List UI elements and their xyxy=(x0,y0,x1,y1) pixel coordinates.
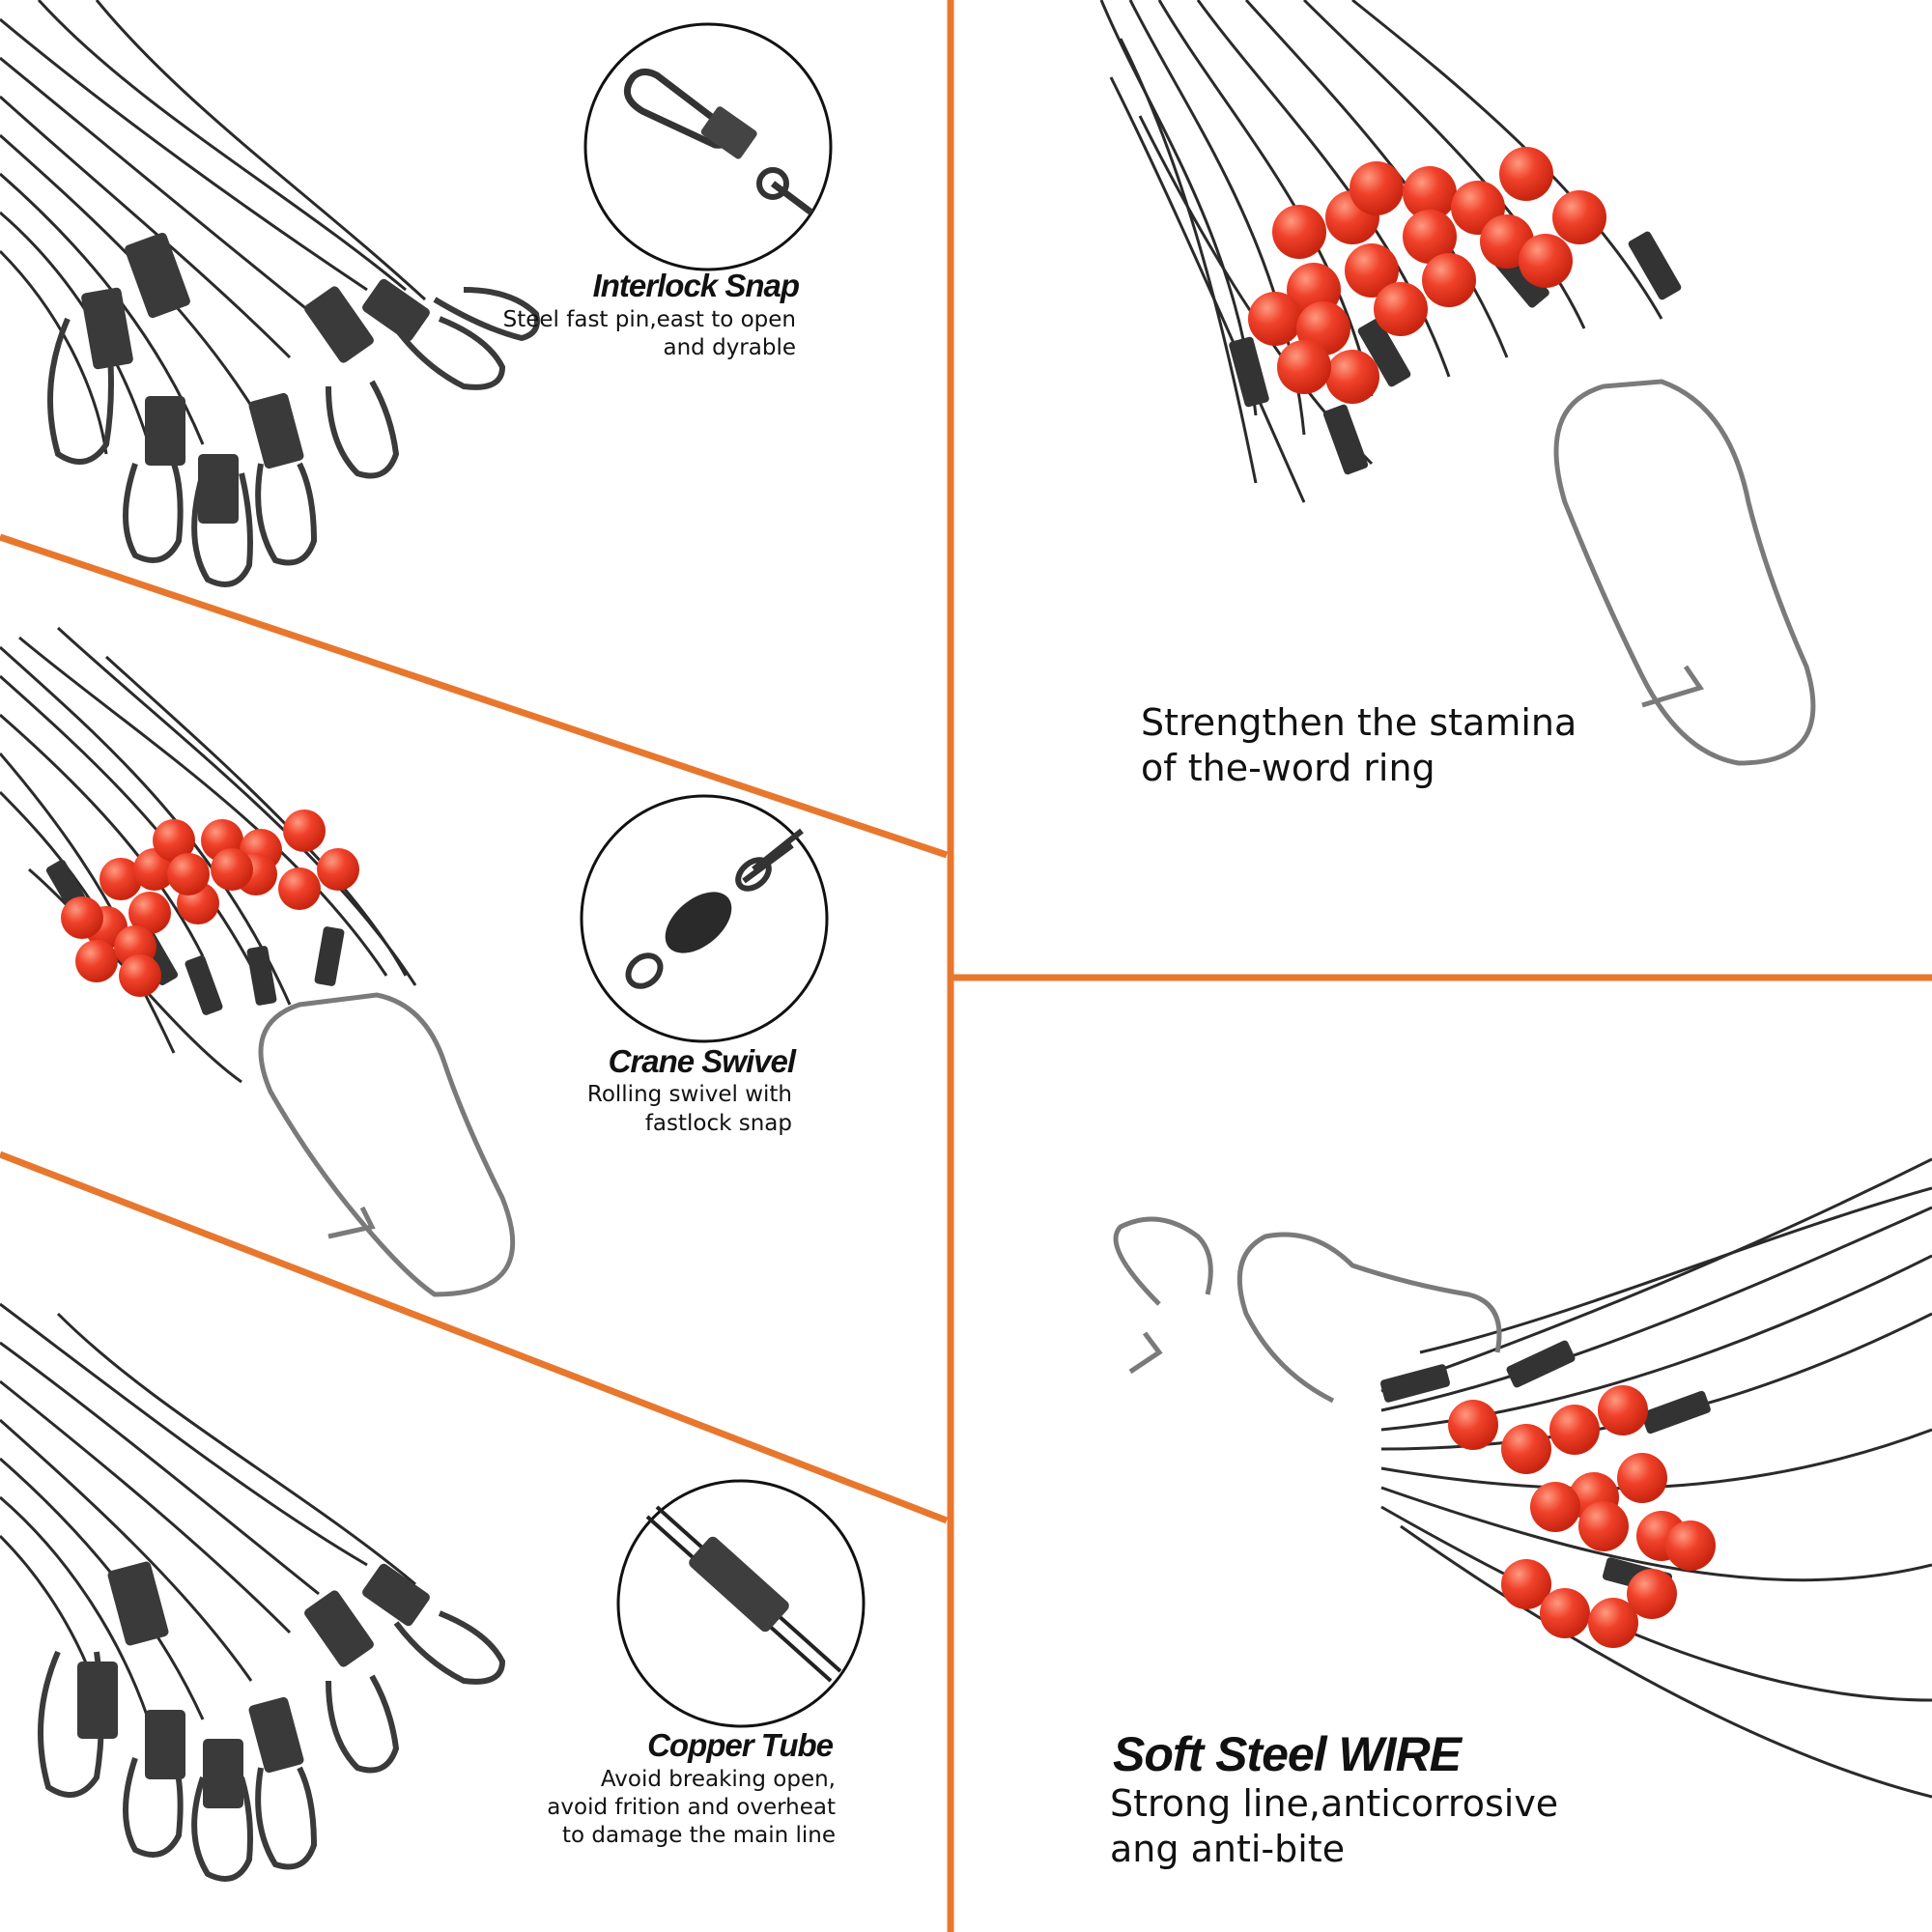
soft-steel-wire-title: Soft Steel WIRE xyxy=(1113,1727,1462,1781)
copper-tube-desc-line-1: Avoid breaking open, xyxy=(600,1767,836,1792)
soft-steel-wire-desc-line-2: ang anti-bite xyxy=(1110,1828,1346,1870)
interlock-snap-desc-line-1: Steel fast pin,east to open xyxy=(502,307,796,332)
soft-steel-wire-desc-line-1: Strong line,anticorrosive xyxy=(1110,1782,1559,1825)
divider-left-diagonal-1 xyxy=(0,533,949,859)
bead-leader-illustration xyxy=(0,626,516,1297)
copper-tube-desc-line-3: to damage the main line xyxy=(562,1823,836,1848)
soft-steel-wire-illustration xyxy=(1113,1157,1932,1799)
interlock-snap-icon xyxy=(583,22,833,271)
snap-leader-bundle-illustration xyxy=(0,0,540,587)
crane-swivel-title: Crane Swivel xyxy=(608,1043,796,1079)
copper-tube-icon xyxy=(616,1479,866,1728)
copper-tube-desc-line-2: avoid frition and overheat xyxy=(547,1795,836,1820)
crane-swivel-desc-line-2: fastlock snap xyxy=(644,1111,792,1136)
copper-tube-title: Copper Tube xyxy=(647,1727,834,1763)
ring-leader-illustration xyxy=(1099,0,1816,766)
interlock-snap-desc-line-2: and dyrable xyxy=(663,335,796,360)
copper-tube-bundle-illustration xyxy=(0,1302,506,1882)
interlock-snap-title: Interlock Snap xyxy=(592,268,800,303)
divider-left-diagonal-2 xyxy=(0,1151,949,1524)
ring-caption-line-2: of the-word ring xyxy=(1141,747,1435,789)
ring-caption-line-1: Strengthen the stamina xyxy=(1141,701,1577,744)
crane-swivel-icon xyxy=(580,794,829,1043)
crane-swivel-desc-line-1: Rolling swivel with xyxy=(586,1082,792,1107)
